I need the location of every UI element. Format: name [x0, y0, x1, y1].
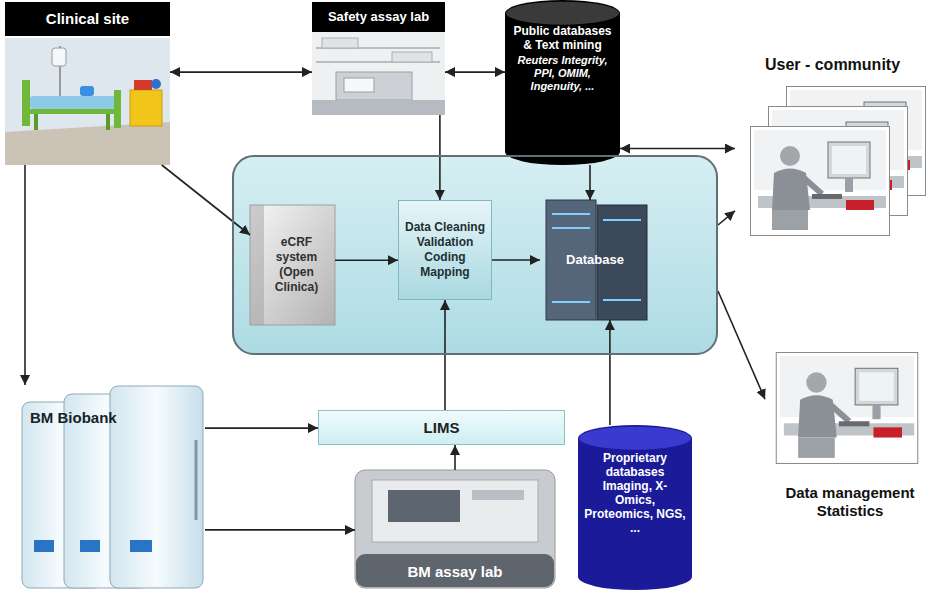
cylinder-rim — [506, 2, 619, 25]
lab-box: Safety assay lab — [312, 2, 445, 115]
user-screen — [751, 127, 890, 236]
lab-box — [322, 38, 358, 48]
group-heading: User - community — [735, 55, 930, 75]
connector-arrow — [609, 320, 611, 425]
connector-arrow — [492, 259, 540, 261]
lims-box: LIMS — [318, 410, 565, 445]
site-heading: Clinical site — [5, 2, 170, 36]
bed-leg — [106, 114, 110, 130]
connector-arrow — [162, 165, 250, 235]
ecrf-document — [250, 205, 335, 325]
ecrf-binding — [250, 205, 264, 325]
server-light — [603, 219, 641, 221]
statistics-screen — [776, 353, 918, 464]
database-cylinder: Public databases & Text miningReuters In… — [505, 0, 620, 165]
database-text: Reuters Integrity, PPI, OMIM, Ingenuity,… — [511, 54, 614, 93]
room-wall — [5, 38, 170, 165]
server-light — [603, 299, 641, 301]
lab-wall — [312, 32, 445, 115]
process-label: eCRF system (Open Clinica) — [264, 235, 329, 295]
process-label: Data Cleaning Validation Coding Mapping — [405, 220, 485, 280]
site-box: Clinical site — [5, 2, 170, 165]
toy — [151, 79, 161, 89]
lab-analyzer — [336, 72, 412, 100]
bedside-cabinet — [130, 90, 162, 126]
cylinder-rim — [579, 427, 691, 450]
system-panel: eCRF system (Open Clinica) Data Cleaning … — [232, 155, 718, 355]
room-floor — [5, 122, 170, 165]
panel-fill — [232, 155, 718, 355]
bed-footboard — [114, 90, 121, 128]
connector-arrow — [620, 148, 735, 150]
lab-bench — [312, 100, 445, 115]
connector-arrow — [170, 71, 312, 73]
assay-lab-room — [355, 470, 555, 588]
iv-bag — [52, 48, 66, 66]
connector-arrow — [718, 291, 765, 399]
cylinder-body — [505, 0, 620, 165]
lab-analyzer-screen — [344, 78, 374, 92]
lab-box — [392, 52, 432, 62]
freezer-display — [130, 540, 152, 552]
freezer-display — [34, 540, 54, 552]
assay-analyzer — [372, 480, 538, 542]
connector-arrow — [439, 115, 441, 200]
freezer-handle — [195, 440, 198, 520]
user-community: User - community — [735, 55, 930, 245]
bed-leg — [34, 114, 38, 130]
connector-arrow — [589, 165, 591, 200]
assay-analyzer-tray — [472, 490, 524, 500]
statistics-group: Data management Statistics — [765, 350, 935, 520]
biobank-box: BM Biobank — [20, 385, 205, 590]
freezer-display — [80, 540, 100, 552]
connector-arrow — [718, 211, 735, 225]
connector-arrow — [335, 259, 398, 261]
bed-mattress — [30, 96, 116, 109]
toy — [134, 80, 152, 90]
database-text: Proprietary databases Imaging, X-Omics, … — [584, 451, 686, 535]
bed-frame — [28, 109, 120, 114]
process-label: Database — [544, 252, 646, 268]
database-box: Database — [540, 200, 650, 320]
connector-arrow — [445, 71, 505, 73]
process-label: LIMS — [325, 419, 558, 437]
connector-arrow — [454, 445, 456, 470]
assay-analyzer-window — [388, 490, 460, 522]
connector-arrow — [444, 300, 446, 410]
database-cylinder: Proprietary databases Imaging, X-Omics, … — [578, 425, 692, 590]
database-text: Public databases & Text mining — [511, 24, 614, 52]
server-light — [552, 213, 590, 215]
lab-label: BM assay lab — [361, 563, 549, 581]
connector-arrow — [24, 165, 26, 385]
ecrf-box: eCRF system (Open Clinica) — [250, 205, 335, 325]
process-box: Data Cleaning Validation Coding Mapping — [398, 200, 492, 300]
biobank-label: BM Biobank — [30, 409, 199, 427]
pillow — [80, 86, 94, 96]
bed-headboard — [22, 80, 30, 126]
server-light — [552, 227, 590, 229]
freezer — [110, 386, 203, 588]
connector-arrow — [205, 529, 355, 531]
connector-arrow — [205, 427, 318, 429]
server-light — [552, 301, 590, 303]
assay-lab-box: BM assay lab — [355, 470, 555, 588]
group-caption: Data management Statistics — [765, 484, 935, 520]
lab-heading: Safety assay lab — [312, 2, 445, 32]
cylinder-body — [578, 425, 692, 590]
assay-lab-floor — [356, 554, 554, 587]
